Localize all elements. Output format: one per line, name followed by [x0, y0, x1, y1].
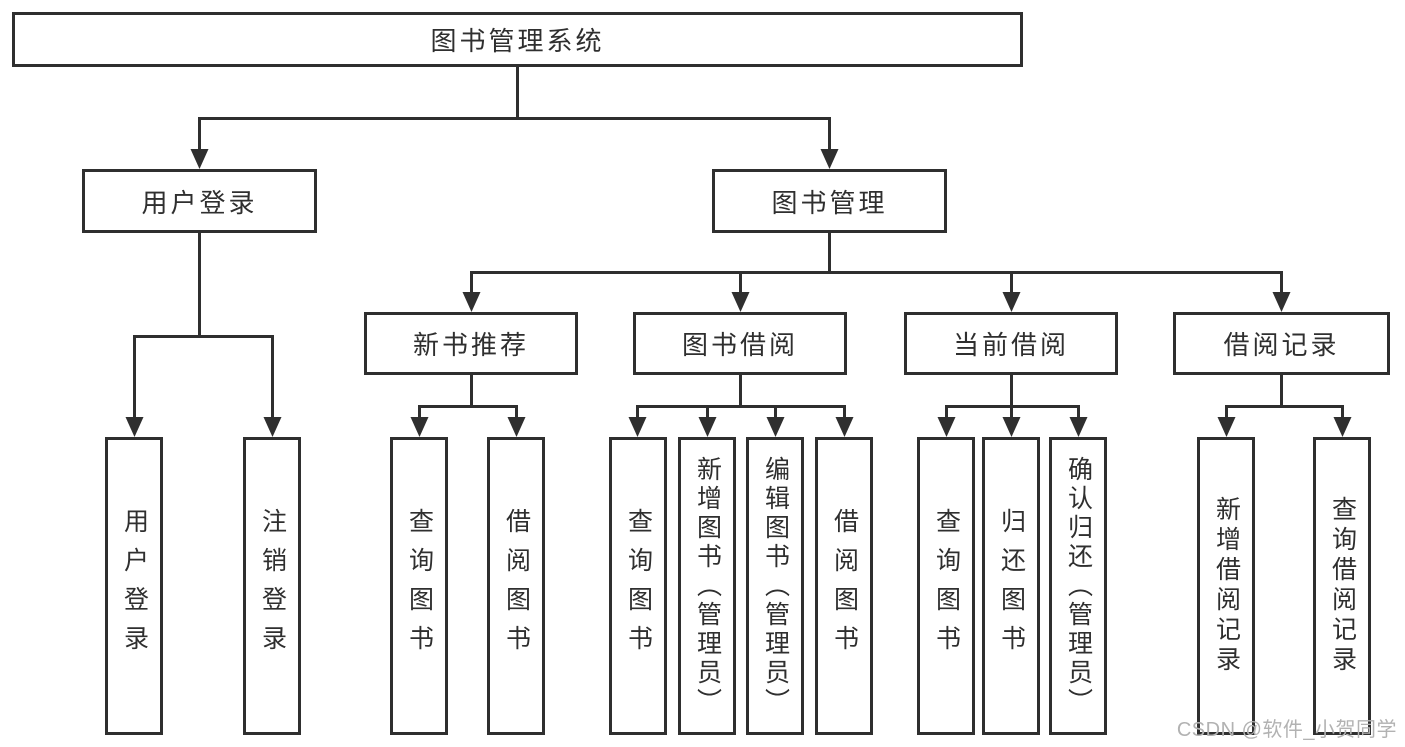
- node-new-book-recommend: 新书推荐: [364, 312, 578, 375]
- leaf-borrow-book-1-label: 借阅图书: [502, 508, 531, 664]
- leaf-confirm-return-admin-label: 确认归还（管理员）: [1064, 455, 1093, 717]
- leaf-query-borrow-record-label: 查询借阅记录: [1328, 496, 1357, 676]
- node-borrow-record-label: 借阅记录: [1223, 330, 1340, 360]
- leaf-edit-book-admin: 编辑图书（管理员）: [746, 437, 804, 735]
- node-book-management: 图书管理: [712, 169, 947, 233]
- leaf-query-book-2-label: 查询图书: [624, 508, 653, 664]
- leaf-confirm-return-admin: 确认归还（管理员）: [1049, 437, 1107, 735]
- node-user-login: 用户登录: [82, 169, 317, 233]
- arrowheads: [125, 149, 1352, 437]
- leaf-borrow-book-2-label: 借阅图书: [830, 508, 859, 664]
- leaf-query-book-1-label: 查询图书: [405, 508, 434, 664]
- leaf-borrow-book-1: 借阅图书: [487, 437, 545, 735]
- leaf-query-borrow-record: 查询借阅记录: [1313, 437, 1371, 735]
- node-current-borrow: 当前借阅: [904, 312, 1118, 375]
- leaf-query-book-3: 查询图书: [917, 437, 975, 735]
- leaf-logout-label: 注销登录: [258, 508, 287, 664]
- leaf-query-book-1: 查询图书: [390, 437, 448, 735]
- node-new-book-recommend-label: 新书推荐: [412, 330, 529, 360]
- leaf-return-book-label: 归还图书: [997, 508, 1026, 664]
- leaf-logout: 注销登录: [243, 437, 301, 735]
- leaf-add-borrow-record: 新增借阅记录: [1197, 437, 1255, 735]
- node-user-login-label: 用户登录: [141, 187, 258, 218]
- node-root: 图书管理系统: [12, 12, 1023, 67]
- leaf-add-book-admin-label: 新增图书（管理员）: [693, 455, 722, 717]
- leaf-user-login: 用户登录: [105, 437, 163, 735]
- leaf-add-book-admin: 新增图书（管理员）: [678, 437, 736, 735]
- leaf-add-borrow-record-label: 新增借阅记录: [1212, 496, 1241, 676]
- node-book-borrow-label: 图书借阅: [681, 330, 798, 360]
- leaf-query-book-3-label: 查询图书: [932, 508, 961, 664]
- leaf-user-login-label: 用户登录: [120, 508, 149, 664]
- node-book-management-label: 图书管理: [771, 187, 888, 218]
- node-root-label: 图书管理系统: [430, 26, 605, 56]
- leaf-borrow-book-2: 借阅图书: [815, 437, 873, 735]
- node-borrow-record: 借阅记录: [1173, 312, 1390, 375]
- leaf-query-book-2: 查询图书: [609, 437, 667, 735]
- node-book-borrow: 图书借阅: [633, 312, 847, 375]
- node-current-borrow-label: 当前借阅: [952, 330, 1069, 360]
- csdn-watermark: CSDN @软件_小贺同学: [1176, 719, 1397, 741]
- leaf-return-book: 归还图书: [982, 437, 1040, 735]
- leaf-edit-book-admin-label: 编辑图书（管理员）: [761, 455, 790, 717]
